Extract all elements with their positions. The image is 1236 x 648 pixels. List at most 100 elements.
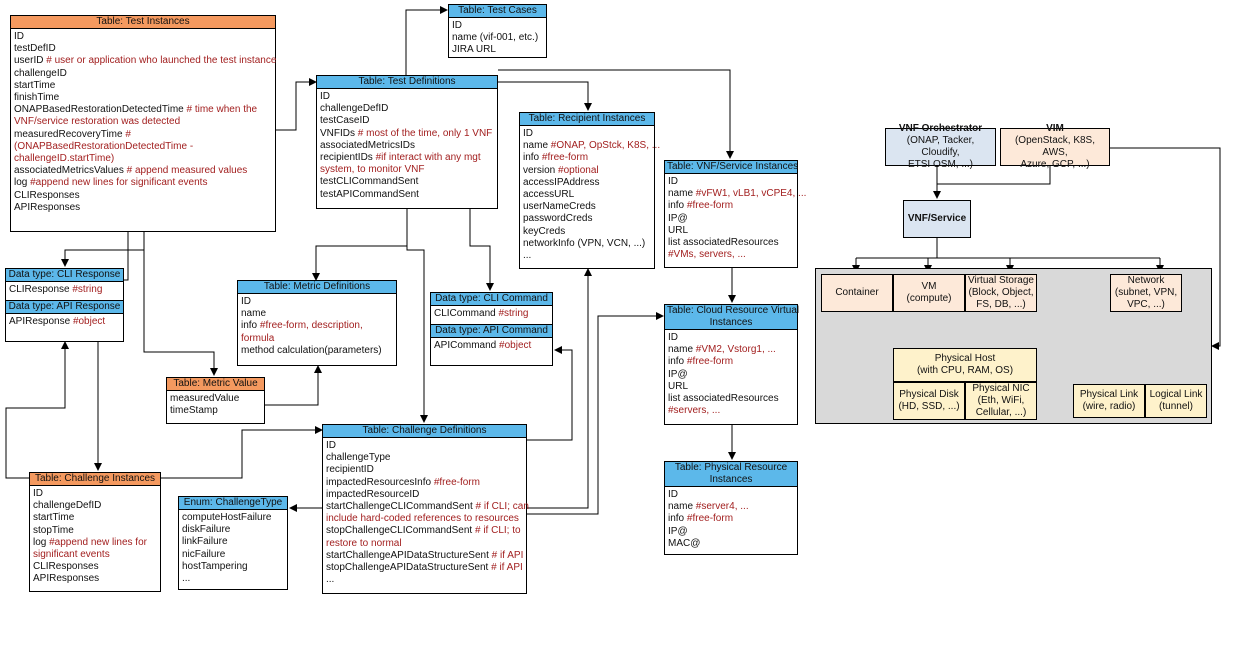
table-row: CLICommand #string bbox=[434, 308, 549, 320]
table-row: ID bbox=[326, 440, 523, 452]
datatype-cli-command-header: Data type: CLI Command bbox=[431, 293, 552, 306]
field-comment: VNF/service restoration was detected bbox=[14, 116, 181, 128]
virtual-storage-box: Virtual Storage (Block, Object, FS, DB, … bbox=[965, 274, 1037, 312]
vim-title: VIM bbox=[1046, 123, 1064, 134]
vim-box: VIM (OpenStack, K8S, AWS, Azure, GCP, ..… bbox=[1000, 123, 1110, 170]
field-name: CLIResponse bbox=[9, 284, 73, 295]
table-row: name #ONAP, OpStck, K8S, ... bbox=[523, 140, 660, 152]
field-name: method calculation(parameters) bbox=[241, 344, 382, 356]
field-name: stopChallengeAPIDataStructureSent bbox=[326, 562, 492, 574]
edge-vim-right bbox=[1110, 147, 1221, 350]
field-name: APIResponses bbox=[14, 201, 81, 213]
edge-challengeinst-challengedef bbox=[161, 426, 323, 479]
table-row: URL bbox=[668, 225, 794, 237]
datatype-cli-command-body: CLICommand #string bbox=[431, 306, 552, 322]
table-row: IP@ bbox=[668, 526, 794, 538]
table-row: linkFailure bbox=[182, 536, 284, 548]
table-header: Table: VNF/Service Instances bbox=[665, 161, 799, 174]
table-row: startChallengeCLICommandSent # if CLI; c… bbox=[326, 501, 529, 513]
field-comment: #server4, ... bbox=[695, 501, 749, 513]
vnf-orchestrator-line2: ETSI OSM, ...) bbox=[907, 159, 973, 170]
field-name: name bbox=[668, 501, 696, 513]
edge-challengedef-recipient bbox=[527, 268, 592, 509]
edge-testdef-metricdef bbox=[312, 209, 408, 281]
table-row: ID bbox=[668, 176, 794, 188]
physical-nic-label: Physical NIC bbox=[972, 383, 1030, 394]
table-row: APIResponses bbox=[33, 573, 157, 585]
edge-testdef-recipient bbox=[498, 81, 592, 111]
table-header: Table: Challenge Definitions bbox=[323, 425, 526, 438]
table-header: Table: Physical Resource Instances bbox=[665, 462, 797, 487]
table-row: name #VM2, Vstorg1, ... bbox=[668, 344, 794, 356]
field-comment: #ONAP, OpStck, K8S, ... bbox=[550, 140, 661, 152]
physical-nic-line3: Cellular, ...) bbox=[975, 407, 1027, 418]
network-line3: VPC, ...) bbox=[1127, 299, 1165, 310]
table-row: startChallengeAPIDataStructureSent # if … bbox=[326, 550, 523, 562]
field-name: info bbox=[668, 200, 687, 212]
table-header-line2: Instances bbox=[709, 474, 753, 485]
table-row: startTime bbox=[33, 512, 157, 524]
field-name: name bbox=[668, 344, 696, 356]
network-line2: (subnet, VPN, bbox=[1114, 287, 1178, 298]
field-name: linkFailure bbox=[182, 536, 228, 548]
table-header-line1: Table: Cloud Resource Virtual bbox=[667, 305, 800, 316]
field-name: stopChallengeCLICommandSent bbox=[326, 525, 475, 537]
edge-testinst-cliresponse bbox=[61, 232, 145, 267]
table-row: info #free-form bbox=[523, 152, 651, 164]
container-label: Container bbox=[835, 287, 879, 298]
table-row: ID bbox=[320, 91, 494, 103]
field-comment: #free-form bbox=[433, 476, 480, 488]
table-row: keyCreds bbox=[523, 226, 651, 238]
field-name: recipientID bbox=[326, 464, 374, 476]
table-row: challengeID bbox=[14, 68, 272, 80]
table-row: ID bbox=[668, 489, 794, 501]
table-row: nicFailure bbox=[182, 549, 284, 561]
field-comment: include hard-coded references to resourc… bbox=[326, 513, 519, 525]
physical-nic-line2: (Eth, WiFi, bbox=[977, 395, 1025, 406]
field-name: userID bbox=[14, 55, 47, 67]
table-row: stopChallengeCLICommandSent # if CLI; to bbox=[326, 525, 523, 537]
table-row: name (vif-001, etc.) bbox=[452, 32, 543, 44]
table-row: measuredRecoveryTime # bbox=[14, 129, 272, 141]
field-name: challengeID bbox=[14, 67, 67, 79]
table-row: log #append new lines for bbox=[33, 537, 157, 549]
table-row: challengeID.startTime) bbox=[14, 153, 272, 165]
table-row: significant events bbox=[33, 549, 157, 561]
edge-vim-vnfservice bbox=[937, 166, 1051, 185]
field-comment: #free-form bbox=[686, 200, 734, 212]
field-name: info bbox=[668, 513, 687, 525]
field-name: keyCreds bbox=[523, 225, 566, 237]
table-row: APICommand #object bbox=[434, 340, 549, 352]
field-comment: # if API bbox=[491, 562, 523, 574]
field-name: ID bbox=[33, 488, 43, 499]
table-row: finishTime bbox=[14, 92, 272, 104]
table-row: ONAPBasedRestorationDetectedTime # time … bbox=[14, 104, 272, 116]
container-box: Container bbox=[821, 274, 893, 312]
table-row: userNameCreds bbox=[523, 201, 651, 213]
vim-line2: Azure, GCP, ...) bbox=[1020, 159, 1090, 170]
table-row: name #server4, ... bbox=[668, 501, 794, 513]
field-name: ... bbox=[523, 250, 532, 262]
table-row: APIResponses bbox=[14, 202, 272, 214]
edge-testdef-clicommand bbox=[469, 209, 494, 291]
datatype-api-command-body: APICommand #object bbox=[431, 338, 552, 354]
field-name: name bbox=[523, 140, 551, 152]
field-name: CLIResponses bbox=[33, 561, 99, 573]
table-row: ... bbox=[523, 250, 651, 262]
edge-challengedef-cloud bbox=[527, 312, 664, 515]
field-name: hostTampering bbox=[182, 560, 248, 572]
table-row: timeStamp bbox=[170, 405, 261, 417]
field-comment: #object bbox=[72, 316, 106, 328]
physical-host-box: Physical Host (with CPU, RAM, OS) bbox=[893, 348, 1037, 382]
field-comment: challengeID.startTime) bbox=[14, 153, 115, 165]
table-row: version #optional bbox=[523, 165, 651, 177]
edge-testinst-metricvalue bbox=[143, 232, 218, 376]
table-row: formula bbox=[241, 333, 393, 345]
table-row: ID bbox=[452, 20, 543, 32]
